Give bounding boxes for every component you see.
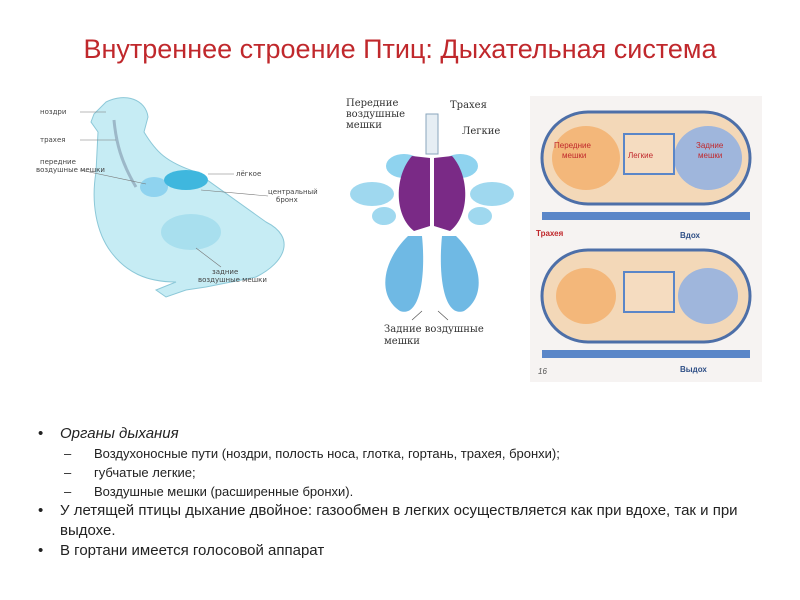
front-air-sac <box>140 177 168 197</box>
rear-sac-inhale <box>674 126 742 190</box>
lung-left <box>398 156 430 231</box>
bullet-respiratory-organs: Органы дыхания Воздухоносные пути (ноздр… <box>38 424 778 501</box>
double-breathing-diagram: Передние мешки Легкие Задние мешки Трахе… <box>530 96 762 382</box>
rear-sac-right <box>440 236 479 312</box>
label-front-sacs: Передние <box>346 98 398 109</box>
side-sac-left <box>350 182 394 206</box>
label-front-sacs: Передние <box>554 141 591 150</box>
label-lungs: Легкие <box>462 126 500 137</box>
label-rear-sacs-2: воздушные мешки <box>198 276 267 284</box>
front-sac-inhale <box>552 126 620 190</box>
sub-bullet-air-sacs: Воздушные мешки (расширенные бронхи). <box>60 482 778 501</box>
inhale-scheme <box>540 110 752 220</box>
rear-air-sac <box>161 214 221 250</box>
exhale-scheme <box>540 248 752 358</box>
slide-title: Внутреннее строение Птиц: Дыхательная си… <box>83 34 717 64</box>
mid-sac-left <box>372 207 396 225</box>
label-inhale: Вдох <box>680 231 701 240</box>
sub-bullet-lungs: губчатые легкие; <box>60 463 778 482</box>
label-front-sacs-2: воздушные <box>346 109 405 120</box>
page-number: 16 <box>538 367 547 376</box>
bird-respiratory-diagram: ноздри трахея передние воздушные мешки л… <box>36 92 336 302</box>
lung-shape <box>164 170 208 190</box>
trachea-tube <box>112 119 138 188</box>
label-trachea: Трахея <box>536 229 564 238</box>
lungs-inhale <box>623 133 675 175</box>
front-sac-exhale <box>556 268 616 324</box>
label-lungs: Легкие <box>628 151 654 160</box>
bullet-double-breathing: У летящей птицы дыхание двойное: газообм… <box>38 501 778 541</box>
label-rear-sacs-2: мешки <box>384 336 420 347</box>
side-sac-right <box>470 182 514 206</box>
label-nostrils: ноздри <box>40 108 66 116</box>
label-rear-sacs: Задние <box>696 141 724 150</box>
label-rear-sacs: задние <box>212 268 238 276</box>
bullet-list: Органы дыхания Воздухоносные пути (ноздр… <box>38 424 778 561</box>
label-lung: лёгкое <box>236 170 261 178</box>
label-central-bronchus-2: бронх <box>276 196 298 204</box>
rear-sac-exhale <box>678 268 738 324</box>
label-front-sacs: передние <box>40 158 76 166</box>
sub-bullet-airways: Воздухоносные пути (ноздри, полость носа… <box>60 444 778 463</box>
lungs-exhale <box>623 271 675 313</box>
bullet-text: Органы дыхания <box>60 425 179 442</box>
label-rear-sacs-2: мешки <box>698 151 722 160</box>
label-front-sacs-3: мешки <box>346 120 382 131</box>
label-exhale: Выдох <box>680 365 707 374</box>
lungs-airsacs-diagram: Передние воздушные мешки Трахея Легкие З… <box>342 96 522 356</box>
label-trachea: Трахея <box>450 100 487 111</box>
label-trachea: трахея <box>40 136 65 144</box>
label-front-sacs-2: воздушные мешки <box>36 166 105 174</box>
label-rear-sacs: Задние воздушные <box>384 324 484 335</box>
bird-silhouette <box>90 97 285 298</box>
rear-sac-left <box>385 236 424 312</box>
mid-sac-right <box>468 207 492 225</box>
sub-bullet-list: Воздухоносные пути (ноздри, полость носа… <box>60 444 778 501</box>
bullet-vocal-apparatus: В гортани имеется голосовой аппарат <box>38 541 778 561</box>
label-central-bronchus: центральный <box>268 188 318 196</box>
lung-right <box>434 156 466 231</box>
label-front-sacs-2: мешки <box>562 151 586 160</box>
trachea-shape <box>425 113 439 155</box>
